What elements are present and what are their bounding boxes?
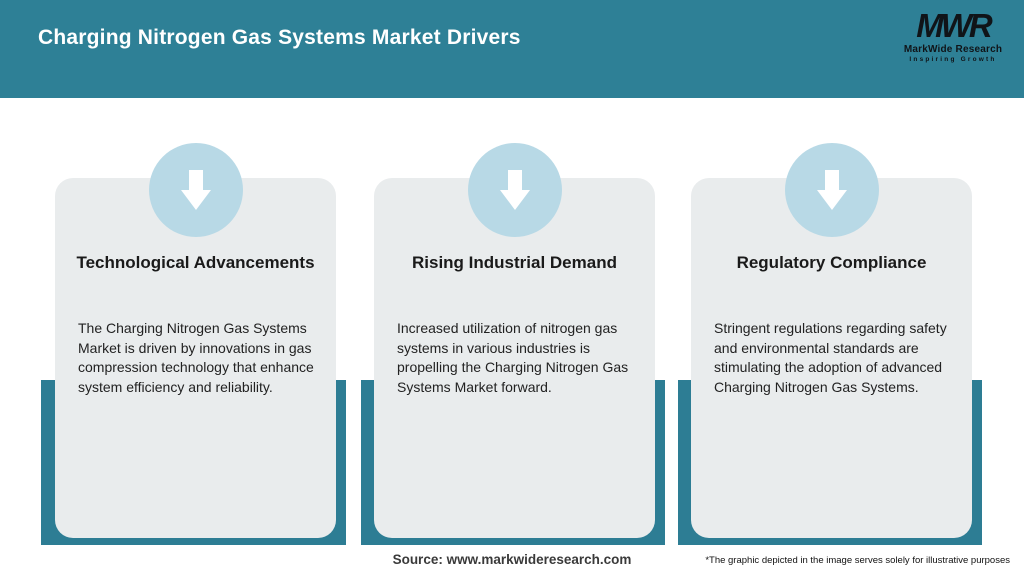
logo-tagline: Inspiring Growth <box>909 56 997 63</box>
down-arrow-icon <box>467 143 562 237</box>
driver-card-technological-advancements: Technological Advancements The Charging … <box>55 143 336 538</box>
header-bar: Charging Nitrogen Gas Systems Market Dri… <box>0 0 1024 98</box>
driver-card-rising-industrial-demand: Rising Industrial Demand Increased utili… <box>374 143 655 538</box>
card-body-text: Increased utilization of nitrogen gas sy… <box>397 320 629 395</box>
card-title: Rising Industrial Demand <box>412 253 617 272</box>
logo-mwr-monogram: MWR <box>916 7 992 44</box>
card-title: Regulatory Compliance <box>736 253 927 272</box>
markwide-logo: MWR MarkWide Research Inspiring Growth <box>898 8 1008 64</box>
illustrative-disclaimer: *The graphic depicted in the image serve… <box>705 555 1010 566</box>
source-attribution: Source: www.markwideresearch.com <box>392 552 632 567</box>
down-arrow-icon <box>784 143 879 237</box>
card-body-text: The Charging Nitrogen Gas Systems Market… <box>78 320 314 395</box>
driver-card-regulatory-compliance: Regulatory Compliance Stringent regulati… <box>691 143 972 538</box>
down-arrow-icon <box>148 143 243 237</box>
logo-company-name: MarkWide Research <box>903 44 1003 55</box>
page-title: Charging Nitrogen Gas Systems Market Dri… <box>38 26 521 49</box>
card-title: Technological Advancements <box>76 253 315 272</box>
card-body-text: Stringent regulations regarding safety a… <box>714 320 947 395</box>
